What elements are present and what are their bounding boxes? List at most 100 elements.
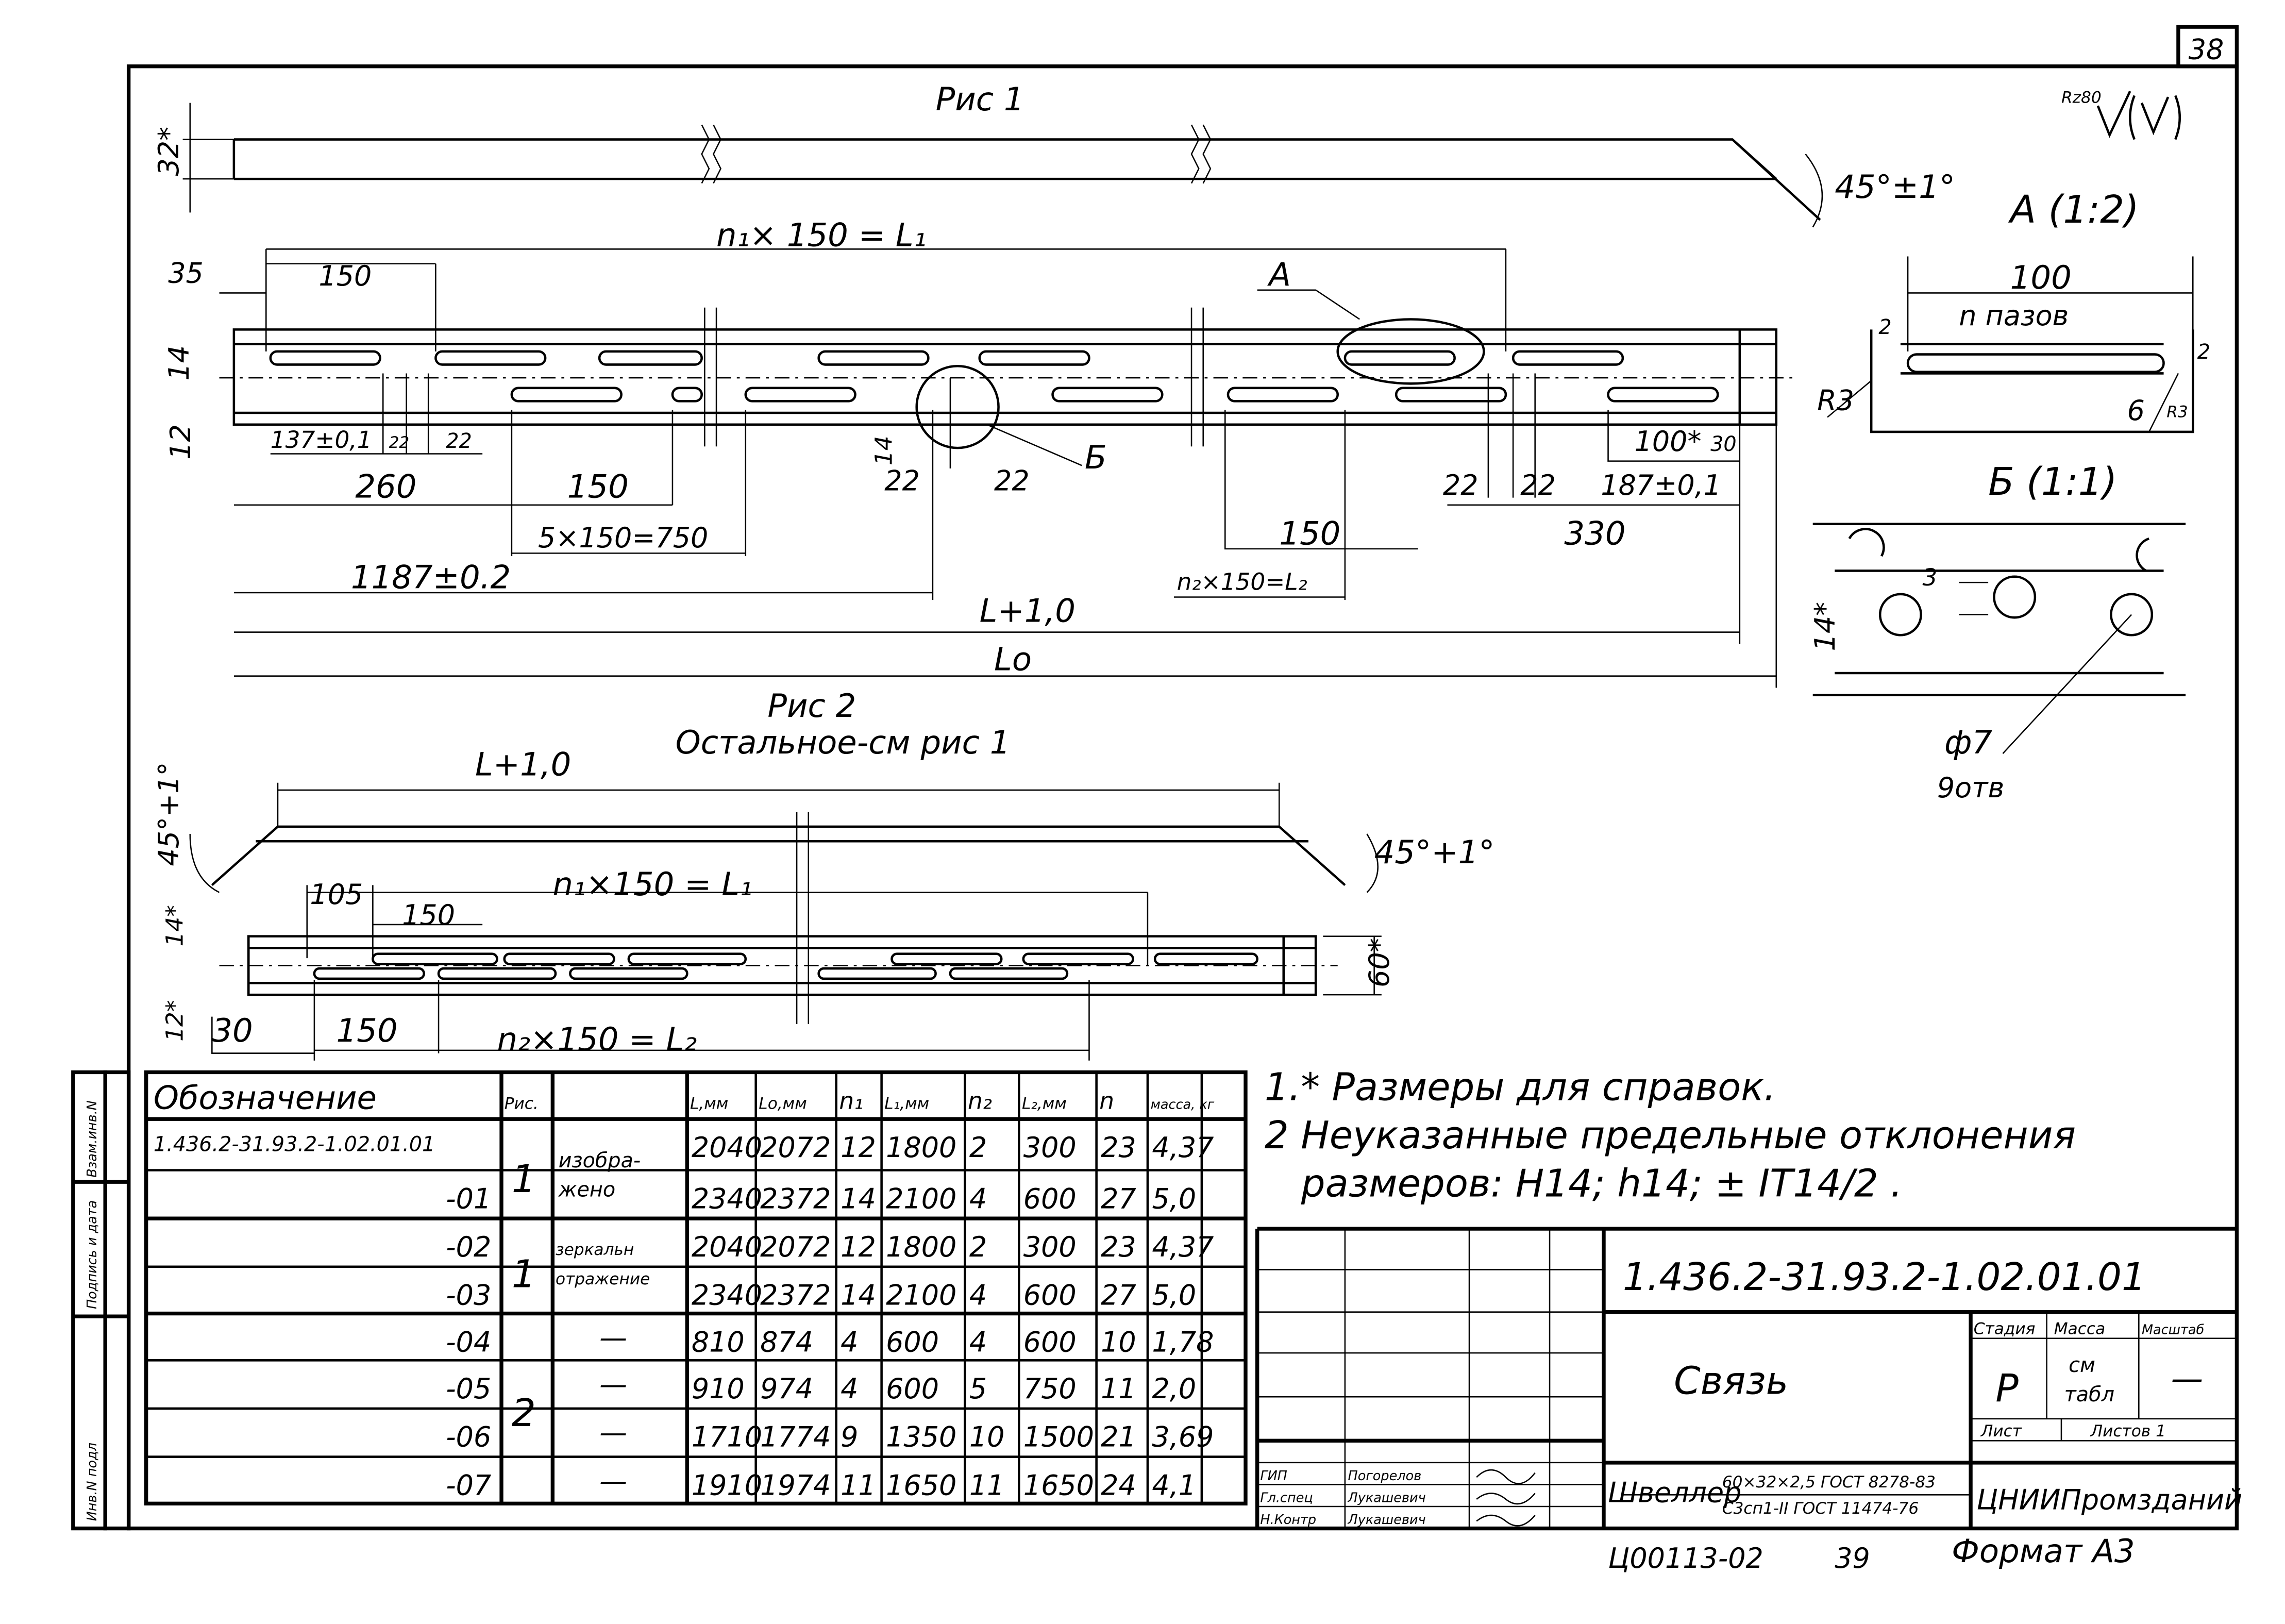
dim-n1: n₁× 150 = L₁	[716, 216, 927, 254]
dim-l: L+1,0	[980, 592, 1076, 630]
detail-a-n: n пазов	[1959, 299, 2069, 332]
dim-35: 35	[168, 257, 204, 290]
dim-22d: 22	[994, 464, 1030, 497]
dim-22a: 22	[389, 433, 410, 452]
material-top: 60×32×2,5 ГОСТ 8278-83	[1722, 1473, 1936, 1492]
dim-187: 187±0,1	[1601, 469, 1721, 501]
table-cell: 5,0	[1152, 1182, 1196, 1215]
fig1-top-view	[232, 138, 1821, 221]
table-note: изобра-	[559, 1149, 641, 1173]
stage-label: Стадия	[1974, 1319, 2036, 1338]
dim-750: 5×150=750	[538, 522, 708, 554]
table-border	[144, 1070, 1248, 1506]
detail-b: Б (1:1) 3 14* ф7 9отв	[1809, 460, 2186, 804]
table-cell: 2072	[760, 1231, 831, 1263]
scale-label: Масштаб	[2142, 1322, 2204, 1337]
dim-100: 100*	[1635, 425, 1702, 458]
table-cell: 27	[1101, 1279, 1136, 1312]
table-fig-group-1: 1	[512, 1158, 536, 1201]
footer-code: Ц00113-02	[1608, 1542, 1763, 1575]
table-header-cell: L₁,мм	[884, 1094, 929, 1113]
person-0: Погорелов	[1348, 1468, 1422, 1484]
table-note: жено	[558, 1178, 615, 1202]
table-fig-group-3: 2	[512, 1392, 536, 1435]
dim-22e: 22	[1443, 469, 1478, 501]
table-cell: 4,37	[1152, 1131, 1214, 1164]
signatures	[1476, 1469, 1536, 1527]
table-cell: 1800	[886, 1131, 956, 1164]
detail-a-title: А (1:2)	[2008, 188, 2139, 232]
table-header-cell: Lo,мм	[759, 1094, 807, 1113]
table-cell: 1974	[760, 1469, 831, 1501]
label-b: Б	[1085, 439, 1107, 476]
table-cell: 1710	[692, 1421, 762, 1453]
table-cell: 2100	[886, 1182, 956, 1215]
table-note-dash: —	[599, 1465, 627, 1497]
table-cell: 3,69	[1152, 1421, 1214, 1453]
table-header-cell: n₂	[968, 1087, 992, 1114]
table-cell-designation: -06	[446, 1421, 491, 1453]
table-cell: 23	[1101, 1231, 1136, 1263]
dim-260: 260	[355, 468, 416, 506]
detail-a: А (1:2) 100 n пазов R3 6 R3 2 2	[1817, 188, 2210, 433]
detail-b-count: 9отв	[1937, 772, 2004, 804]
detail-b-3: 3	[1922, 564, 1937, 591]
footer-format: Формат А3	[1952, 1532, 2135, 1570]
table-header-cell: Обозначение	[154, 1079, 377, 1116]
table-cell: 750	[1023, 1372, 1077, 1405]
table-header-cell: n	[1099, 1087, 1114, 1114]
table-cell: 1350	[886, 1421, 956, 1453]
table-fig-group-2: 1	[512, 1252, 536, 1296]
dim-330: 330	[1564, 514, 1625, 552]
table-cell-designation: -03	[446, 1279, 491, 1312]
sheet-number: 38	[2189, 34, 2224, 66]
detail-a-r3b: R3	[2166, 403, 2188, 422]
roughness-icon	[2096, 90, 2181, 140]
table-cell: 810	[692, 1326, 745, 1358]
person-1: Лукашевич	[1348, 1490, 1426, 1505]
table-cell: 1,78	[1152, 1326, 1214, 1358]
table-cell: 1500	[1023, 1421, 1094, 1453]
table-cell: 1910	[692, 1469, 762, 1501]
fig2-angle-r: 45°+1°	[1374, 833, 1495, 871]
table-cell: 2340	[692, 1279, 762, 1312]
scale-value: —	[2171, 1360, 2203, 1397]
fig2-105: 105	[310, 878, 363, 911]
detail-a-2b: 2	[1878, 315, 1891, 339]
table-cell: 5	[969, 1372, 987, 1405]
slots-row-bottom	[510, 387, 1719, 403]
table-cell: 4	[841, 1372, 858, 1405]
slots-row-top	[269, 350, 1624, 366]
dim-22f: 22	[1520, 469, 1556, 501]
table-cell: 23	[1101, 1131, 1136, 1164]
table-cell: 5,0	[1152, 1279, 1196, 1312]
table-header-cell: L₂,мм	[1022, 1094, 1067, 1113]
role-2: Н.Контр	[1260, 1512, 1316, 1528]
table-cell: 2040	[692, 1131, 762, 1164]
fig2-150a: 150	[402, 899, 455, 931]
table-cell: 12	[841, 1131, 876, 1164]
table-header-cell: L,мм	[690, 1094, 728, 1113]
organization: ЦНИИПромзданий	[1976, 1484, 2242, 1516]
table-cell: 2340	[692, 1182, 762, 1215]
dim-angle: 45°±1°	[1835, 168, 1955, 206]
table-cell-designation: -05	[446, 1372, 491, 1405]
note-2: 2 Неуказанные предельные отклонения	[1265, 1114, 2076, 1158]
detail-a-r3a: R3	[1817, 384, 1854, 416]
detail-b-14: 14*	[1809, 602, 1841, 651]
note-1: 1.* Размеры для справок.	[1265, 1065, 1776, 1109]
table-cell: 2,0	[1152, 1372, 1196, 1405]
dim-150b: 150	[567, 468, 629, 506]
sheet-number-box	[2176, 25, 2239, 69]
stamp-signature-date: Подпись и дата	[85, 1200, 100, 1309]
fig2-60: 60*	[1363, 938, 1396, 987]
table-cell: 300	[1023, 1131, 1077, 1164]
dim-30: 30	[1710, 432, 1737, 456]
table-cell: 1650	[886, 1469, 956, 1501]
fig1-title: Рис 1	[936, 80, 1024, 118]
fig2-l: L+1,0	[475, 746, 571, 783]
table-cell: 910	[692, 1372, 745, 1405]
detail-a-callout	[1336, 318, 1485, 385]
table-cell: 1800	[886, 1231, 956, 1263]
fig2-30: 30	[212, 1012, 253, 1049]
